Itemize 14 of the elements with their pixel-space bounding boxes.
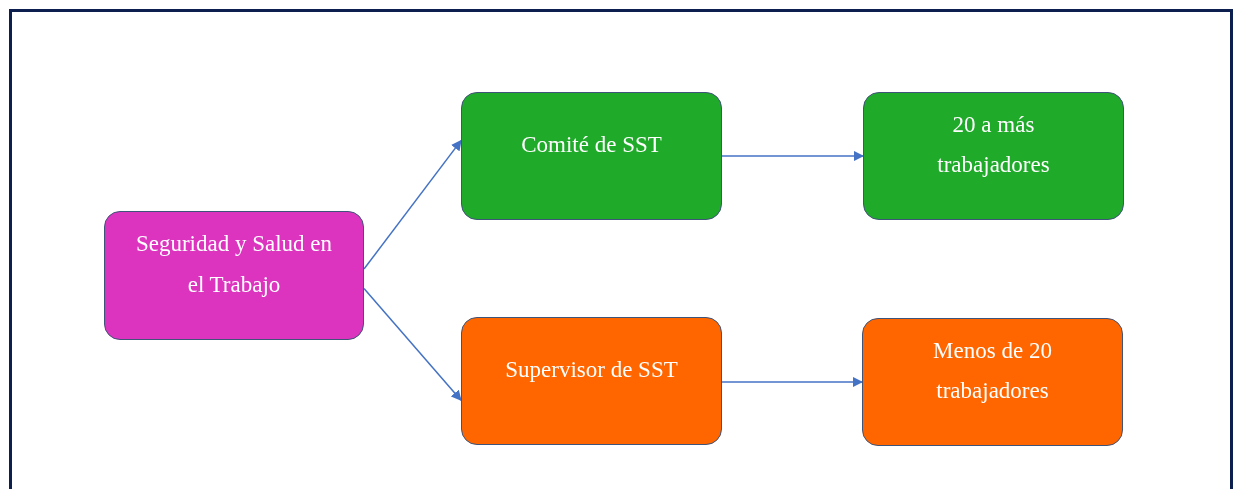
arrow (721, 376, 864, 388)
box-label: Menos de 20 trabajadores (932, 336, 1053, 405)
arrow (363, 287, 462, 401)
box-label: Seguridad y Salud en el Trabajo (135, 230, 333, 299)
box-label: Comité de SST (521, 130, 662, 159)
process-box (461, 317, 722, 445)
arrow (721, 150, 865, 162)
process-box (862, 318, 1123, 446)
arrow (363, 139, 462, 270)
box-label: 20 a más trabajadores (936, 110, 1051, 179)
process-box (461, 92, 722, 220)
process-box (104, 211, 364, 340)
box-label: Supervisor de SST (505, 355, 678, 384)
process-box (863, 92, 1124, 220)
